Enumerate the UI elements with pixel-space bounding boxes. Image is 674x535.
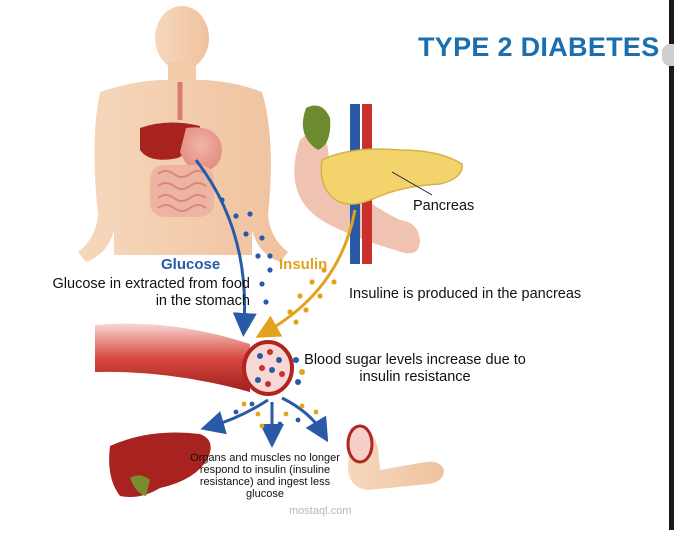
glucose-extracted-label: Glucose in extracted from food in the st… xyxy=(50,276,250,310)
pancreas-organ xyxy=(321,149,462,204)
head xyxy=(155,6,209,70)
blood-vessel xyxy=(95,324,305,394)
organs-label: Organs and muscles no longer respond to … xyxy=(180,452,350,500)
watermark: mostaql.com xyxy=(289,505,351,517)
blood-sugar-label: Blood sugar levels increase due to insul… xyxy=(300,352,530,386)
pancreas-label: Pancreas xyxy=(413,198,474,214)
insulin-label: Insulin xyxy=(279,256,327,273)
window-edge xyxy=(669,0,674,530)
distribution-arrows xyxy=(212,398,322,436)
human-torso xyxy=(78,6,288,262)
glucose-label: Glucose xyxy=(161,256,220,273)
side-handle[interactable] xyxy=(662,44,674,66)
diagram-title: TYPE 2 DIABETES xyxy=(418,32,660,63)
vessel-tube xyxy=(95,324,250,392)
insuline-produced-label: Insuline is produced in the pancreas xyxy=(349,286,581,302)
pancreas-illustration xyxy=(294,104,462,264)
arm-muscle xyxy=(348,426,444,490)
